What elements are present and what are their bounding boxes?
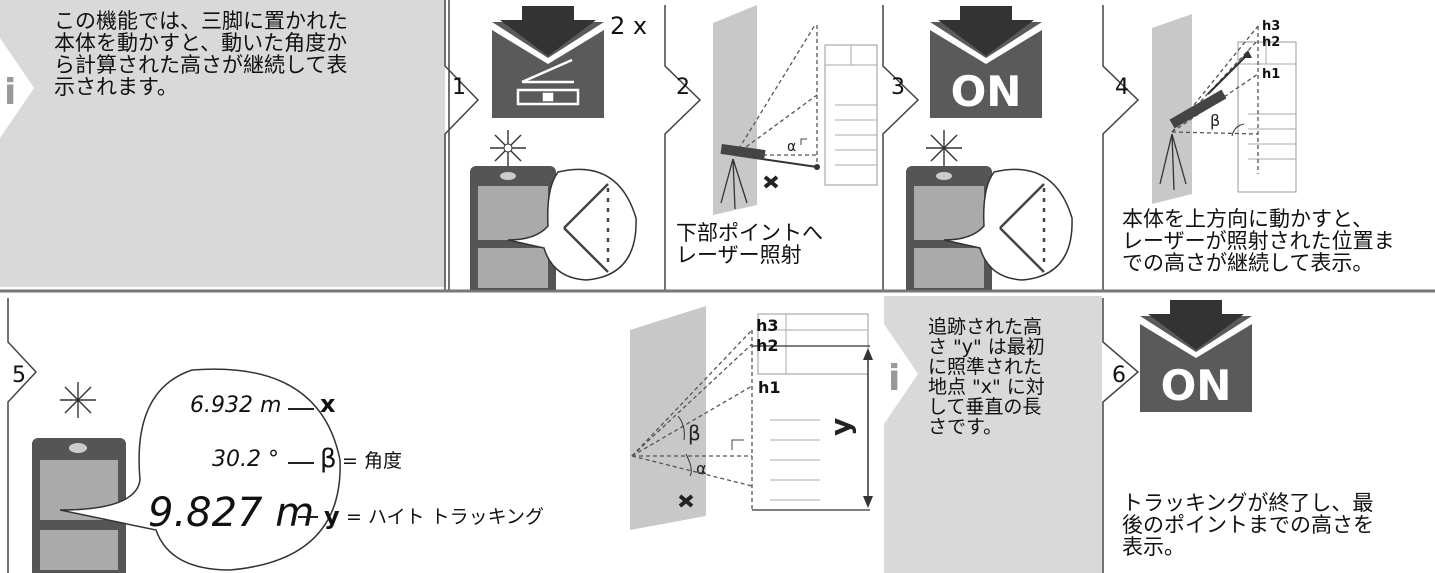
svg-text:α: α [787, 139, 796, 155]
display-height: 9.827 m [148, 490, 315, 536]
display-distance: 6.932 m [190, 393, 282, 418]
h1-label: h1 [1262, 67, 1281, 82]
on-label: ON [951, 67, 1022, 116]
svg-text:i: i [888, 358, 900, 399]
step4-wall-diagram: β [1152, 14, 1297, 204]
height-key: y [324, 502, 340, 530]
on-label-2: ON [1161, 361, 1232, 410]
step1-number: 1 [452, 75, 466, 100]
readout-bubble [60, 368, 341, 571]
diagram-y: y [824, 418, 857, 436]
diagram-alpha: α [696, 459, 707, 478]
info-text-2: 追跡された高 さ "y" は最初 に照準された 地点 "x" に対 して垂直の長… [928, 316, 1045, 438]
angle-desc: = 角度 [342, 450, 402, 472]
info-icon-2: i [884, 324, 918, 424]
on-button-icon: ON [930, 6, 1042, 118]
device-display-icon-2 [906, 130, 1073, 290]
diagram-h1: h1 [758, 378, 781, 397]
h3-label: h3 [1262, 19, 1281, 34]
step2-wall-diagram: α [713, 5, 878, 215]
beta-label: β [1210, 111, 1220, 130]
step6-caption: トラッキングが終了し、最 後のポイントまでの高さを 表示。 [1122, 491, 1374, 560]
on-button-icon-2: ON [1140, 300, 1252, 412]
diagram-beta: β [688, 421, 701, 445]
tripod-button-icon [492, 6, 604, 118]
row2-separators [7, 298, 1140, 573]
device-display-icon [470, 130, 637, 290]
info-icon: i [0, 38, 34, 138]
step3-number: 3 [891, 75, 905, 100]
step2-number: 2 [676, 75, 690, 100]
height-desc: = ハイト トラッキング [346, 506, 545, 528]
step4-number: 4 [1115, 75, 1129, 100]
step2-caption: 下部ポイントへ レーザー照射 [676, 221, 823, 268]
dash-beta [288, 462, 314, 464]
step5-number: 5 [12, 363, 26, 388]
dash-y [298, 516, 318, 518]
step4-caption: 本体を上方向に動かすと、 レーザーが照射された位置ま での高さが継続して表示。 [1122, 207, 1395, 276]
info-panel [0, 0, 445, 287]
step6-number: 6 [1112, 363, 1126, 388]
info-text: この機能では、三脚に置かれた 本体を動かすと、動いた角度か ら計算された高さが継… [54, 9, 348, 100]
diagram-h3: h3 [756, 316, 779, 335]
svg-text:i: i [4, 72, 16, 113]
height-tracking-diagram: β α y [630, 306, 873, 530]
repeat-count: 2 x [610, 12, 648, 40]
angle-key: β [320, 444, 337, 474]
diagram-h2: h2 [756, 336, 779, 355]
h2-label: h2 [1262, 35, 1281, 50]
distance-key: x [320, 390, 336, 418]
display-angle: 30.2 ° [212, 447, 279, 472]
row1-separators [0, 0, 1435, 293]
dash-x [288, 408, 314, 410]
info-panel-2 [884, 296, 1102, 573]
